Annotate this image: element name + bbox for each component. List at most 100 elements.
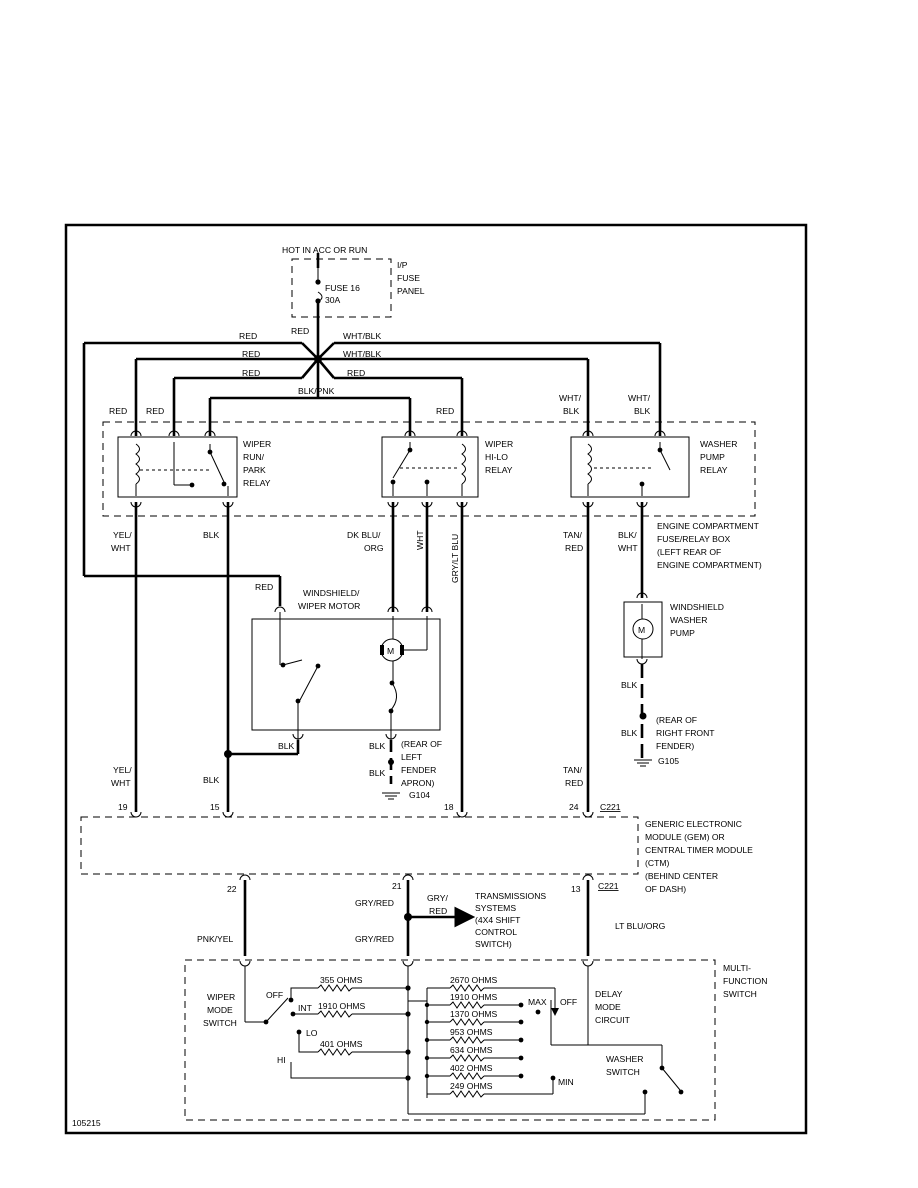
label-tan-red-1a: TAN/ [563,530,583,540]
gem-label-1: GENERIC ELECTRONIC [645,819,742,829]
washer-pump-title-1: WINDSHIELD [670,602,724,612]
washer-pump-outline [623,601,663,658]
washer-relay-contact [659,449,671,471]
resistor-634 [449,1054,485,1062]
mfs-title-3: SWITCH [723,989,757,999]
run-park-relay-label-4: RELAY [243,478,271,488]
diagram-frame [64,223,808,1135]
label-tan-red-1b: RED [565,543,583,553]
motor-ground-label-4: APRON) [401,778,435,788]
motor-blk-1: BLK [278,741,295,751]
label-blk-mid: BLK [203,530,220,540]
label-pnk-yel: PNK/YEL [197,934,234,944]
engine-box-label-1: ENGINE COMPARTMENT [657,521,760,531]
mode-lo: LO [306,1028,318,1038]
hot-in-acc-label: HOT IN ACC OR RUN [282,245,367,255]
delay-circuit-1: DELAY [595,989,623,999]
wire-red-3: RED [242,368,260,378]
washer-blk-1: BLK [621,680,638,690]
relay-feed-red-1: RED [109,406,127,416]
connector-c221-top: C221 [600,802,621,812]
washer-relay-coil [587,443,592,485]
relay-feed-wht-blk-2b: BLK [634,406,651,416]
figure-id: 105215 [72,1118,101,1128]
resistor-355 [317,984,353,992]
label-blk-wht-a: BLK/ [618,530,637,540]
wire-blk-pnk: BLK/PNK [298,386,335,396]
r-401-label: 401 OHMS [320,1039,363,1049]
label-tan-red-2a: TAN/ [563,765,583,775]
motor-ground-label-1: (REAR OF [401,739,442,749]
transmission-label-5: SWITCH) [475,939,512,949]
r-355-label: 355 OHMS [320,975,363,985]
ground-g104-icon [382,792,400,800]
run-park-contact [209,451,225,483]
motor-ground-splice [224,750,232,758]
engine-box-label-2: FUSE/RELAY BOX [657,534,730,544]
washer-ground-label-1: (REAR OF [656,715,697,725]
label-lt-blu-org: LT BLU/ORG [615,921,666,931]
fuse-panel: HOT IN ACC OR RUN FUSE 16 30A I/P FUSE P… [282,245,425,343]
delay-ladder: 2670 OHMS 1910 OHMS 1370 OHMS 953 OHMS 6… [424,975,556,1098]
r-1910b-label: 1910 OHMS [450,992,498,1002]
gem-label-3: CENTRAL TIMER MODULE [645,845,753,855]
motor-ground-label-2: LEFT [401,752,423,762]
label-gry-red-split-a: GRY/ [427,893,448,903]
transmission-label-3: (4X4 SHIFT [475,915,521,925]
motor-outline [251,618,441,731]
resistor-1370 [449,1018,485,1026]
washer-blk-2: BLK [621,728,638,738]
hi-lo-coil [461,443,466,485]
transmission-label-2: SYSTEMS [475,903,516,913]
pin-13: 13 [571,884,581,894]
engine-box-label-3: (LEFT REAR OF [657,547,721,557]
washer-relay-label-1: WASHER [700,439,737,449]
motor-blk-2: BLK [369,741,386,751]
hi-lo-relay-label-1: WIPER [485,439,513,449]
r-953-label: 953 OHMS [450,1027,493,1037]
label-tan-red-2b: RED [565,778,583,788]
washer-pump-relay: WASHER PUMP RELAY [570,430,737,498]
resistor-402 [449,1072,485,1080]
bottom-wires: GRY/RED GRY/ RED GRY/RED PNK/YEL LT BLU/… [197,880,666,956]
fuse-panel-label-3: PANEL [397,286,425,296]
run-park-relay-label-2: RUN/ [243,452,265,462]
relay-feed-wht-blk-1b: BLK [563,406,580,416]
label-gry-red-split-b: RED [429,906,447,916]
engine-box-label-4: ENGINE COMPARTMENT) [657,560,762,570]
hi-lo-contact [392,449,411,479]
gem-label-6: OF DASH) [645,884,686,894]
gem-label-5: (BEHIND CENTER [645,871,718,881]
splice-feeds: RED RED RED RED RED WHT/BLK WHT/BLK BLK/… [82,326,662,578]
label-yel-wht-2b: WHT [111,778,131,788]
label-blk-wht-b: WHT [618,543,638,553]
mid-wires: YEL/ WHT BLK DK BLU/ ORG WHT GRY/LT BLU … [111,502,644,812]
resistor-953 [449,1036,485,1044]
delay-off: OFF [560,997,577,1007]
resistor-249 [449,1090,485,1098]
wiper-mode-label-2: MODE [207,1005,233,1015]
mode-off: OFF [266,990,283,1000]
washer-motor-m: M [638,625,645,635]
label-blk-lower: BLK [203,775,220,785]
wiper-hi-lo-relay: WIPER HI-LO RELAY [381,430,513,498]
engine-box-outline [102,421,756,517]
mode-int: INT [298,1003,313,1013]
gem-label-4: (CTM) [645,858,669,868]
ground-g105-icon [634,759,652,767]
ground-g104-id: G104 [409,790,430,800]
motor-red-label: RED [255,582,273,592]
pin-22: 22 [227,884,237,894]
label-gry-lt-blu-vertical: GRY/LT BLU [450,534,460,583]
washer-ground-label-2: RIGHT FRONT [656,728,715,738]
wire-red-2: RED [242,349,260,359]
r-402-label: 402 OHMS [450,1063,493,1073]
relay-feed-wht-blk-2a: WHT/ [628,393,651,403]
r-1370-label: 1370 OHMS [450,1009,498,1019]
label-gry-red-1: GRY/RED [355,898,394,908]
delay-max: MAX [528,997,547,1007]
delay-circuit-2: MODE [595,1002,621,1012]
relay-feed-red-3: RED [436,406,454,416]
run-park-relay-label-3: PARK [243,465,266,475]
